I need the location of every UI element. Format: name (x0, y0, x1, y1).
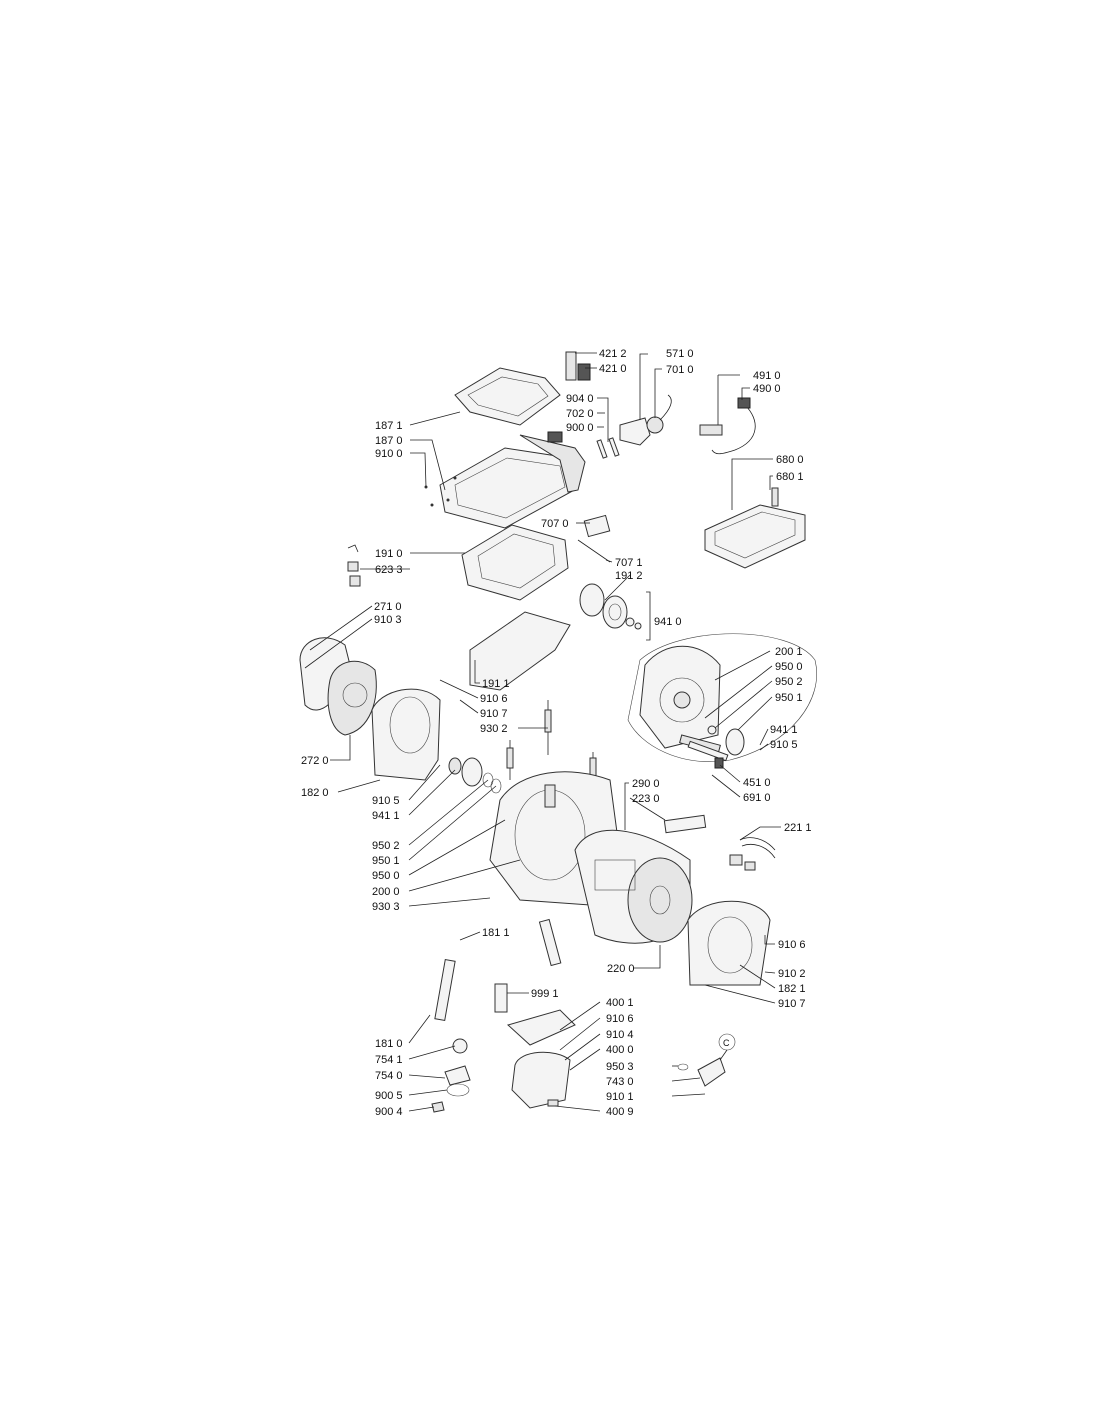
top-frame-part (439, 431, 586, 529)
label-9991: 999 1 (531, 988, 559, 1000)
label-2230: 223 0 (632, 793, 660, 805)
label-9102: 910 2 (778, 968, 806, 980)
label-1910: 191 0 (375, 548, 403, 560)
label-4009: 400 9 (606, 1106, 634, 1118)
label-9005: 900 5 (375, 1090, 403, 1102)
label-4510: 451 0 (743, 777, 771, 789)
label-2211: 221 1 (784, 822, 812, 834)
label-9502b: 950 2 (372, 840, 400, 852)
label-4210: 421 0 (599, 363, 627, 375)
flange-right-part (687, 900, 771, 986)
label-9105a: 910 5 (770, 739, 798, 751)
bearing-left-part (448, 757, 502, 794)
flange-left-part (371, 688, 441, 781)
door-part (469, 611, 571, 691)
label-1911: 191 1 (482, 678, 510, 690)
label-2710: 271 0 (374, 601, 402, 613)
label-9106b: 910 6 (778, 939, 806, 951)
label-6801: 680 1 (776, 471, 804, 483)
bearing-pulley-part (579, 583, 642, 630)
label-9501a: 950 1 (775, 692, 803, 704)
label-9106a: 910 6 (480, 693, 508, 705)
label-1912: 191 2 (615, 570, 643, 582)
part-9991 (494, 983, 508, 1013)
label-9106c: 910 6 (606, 1013, 634, 1025)
label-9501b: 950 1 (372, 855, 400, 867)
top-tray-part (454, 367, 561, 426)
label-1811: 181 1 (482, 927, 510, 939)
label-9107a: 910 7 (480, 708, 508, 720)
tub-top-part (461, 524, 569, 601)
label-9104: 910 4 (606, 1029, 634, 1041)
label-2900: 290 0 (632, 778, 660, 790)
label-7541: 754 1 (375, 1054, 403, 1066)
label-2720: 272 0 (301, 755, 329, 767)
power-cord-part (699, 375, 756, 455)
label-2001a: 200 1 (775, 646, 803, 658)
label-9302: 930 2 (480, 723, 508, 735)
label-7430: 743 0 (606, 1076, 634, 1088)
label-2000: 200 0 (372, 886, 400, 898)
springs-9302 (506, 700, 597, 790)
hose-part (431, 1038, 471, 1113)
drum-shaft-cluster (627, 633, 817, 762)
part-7070 (583, 514, 611, 538)
leader-lines (304, 352, 781, 1112)
label-1870: 187 0 (375, 435, 403, 447)
label-7020: 702 0 (566, 408, 594, 420)
switch-part (565, 351, 591, 381)
label-9303: 930 3 (372, 901, 400, 913)
label-7070: 707 0 (541, 518, 569, 530)
valve-part (596, 394, 672, 459)
screws-9100 (424, 476, 457, 507)
label-7540: 754 0 (375, 1070, 403, 1082)
drain-pump-part (507, 1009, 576, 1109)
label-9411a: 941 1 (770, 724, 798, 736)
shock-absorber-part (434, 918, 562, 1021)
label-4000: 400 0 (606, 1044, 634, 1056)
rod-7071 (577, 539, 611, 563)
label-4910: 491 0 (753, 370, 781, 382)
label-2200: 220 0 (607, 963, 635, 975)
label-9000: 900 0 (566, 422, 594, 434)
pressure-switch-part (677, 1033, 736, 1087)
label-9502a: 950 2 (775, 676, 803, 688)
label-6800: 680 0 (776, 454, 804, 466)
drum-part (574, 829, 693, 944)
label-4900: 490 0 (753, 383, 781, 395)
label-9103: 910 3 (374, 614, 402, 626)
label-9040: 904 0 (566, 393, 594, 405)
label-circle-c: C (723, 1038, 730, 1048)
label-6233: 623 3 (375, 564, 403, 576)
label-9004: 900 4 (375, 1106, 403, 1118)
gasket-part (299, 637, 377, 736)
label-9500a: 950 0 (775, 661, 803, 673)
label-4212: 421 2 (599, 348, 627, 360)
label-1821: 182 1 (778, 983, 806, 995)
part-labels: 421 2 421 0 571 0 701 0 491 0 490 0 904 … (301, 348, 812, 1118)
control-panel-part (704, 487, 806, 569)
label-9410: 941 0 (654, 616, 682, 628)
label-9100: 910 0 (375, 448, 403, 460)
label-9101: 910 1 (606, 1091, 634, 1103)
label-9500b: 950 0 (372, 870, 400, 882)
label-9107b: 910 7 (778, 998, 806, 1010)
label-1871: 187 1 (375, 420, 403, 432)
heater-part (687, 740, 729, 769)
parts-2211 (729, 837, 776, 871)
label-9105b: 910 5 (372, 795, 400, 807)
label-7071: 707 1 (615, 557, 643, 569)
label-7010: 701 0 (666, 364, 694, 376)
label-5710: 571 0 (666, 348, 694, 360)
label-6910: 691 0 (743, 792, 771, 804)
label-1810: 181 0 (375, 1038, 403, 1050)
small-part-6233 (347, 544, 361, 587)
label-4001: 400 1 (606, 997, 634, 1009)
label-1820: 182 0 (301, 787, 329, 799)
label-9503: 950 3 (606, 1061, 634, 1073)
label-9411b: 941 1 (372, 810, 400, 822)
part-2230 (663, 814, 707, 834)
